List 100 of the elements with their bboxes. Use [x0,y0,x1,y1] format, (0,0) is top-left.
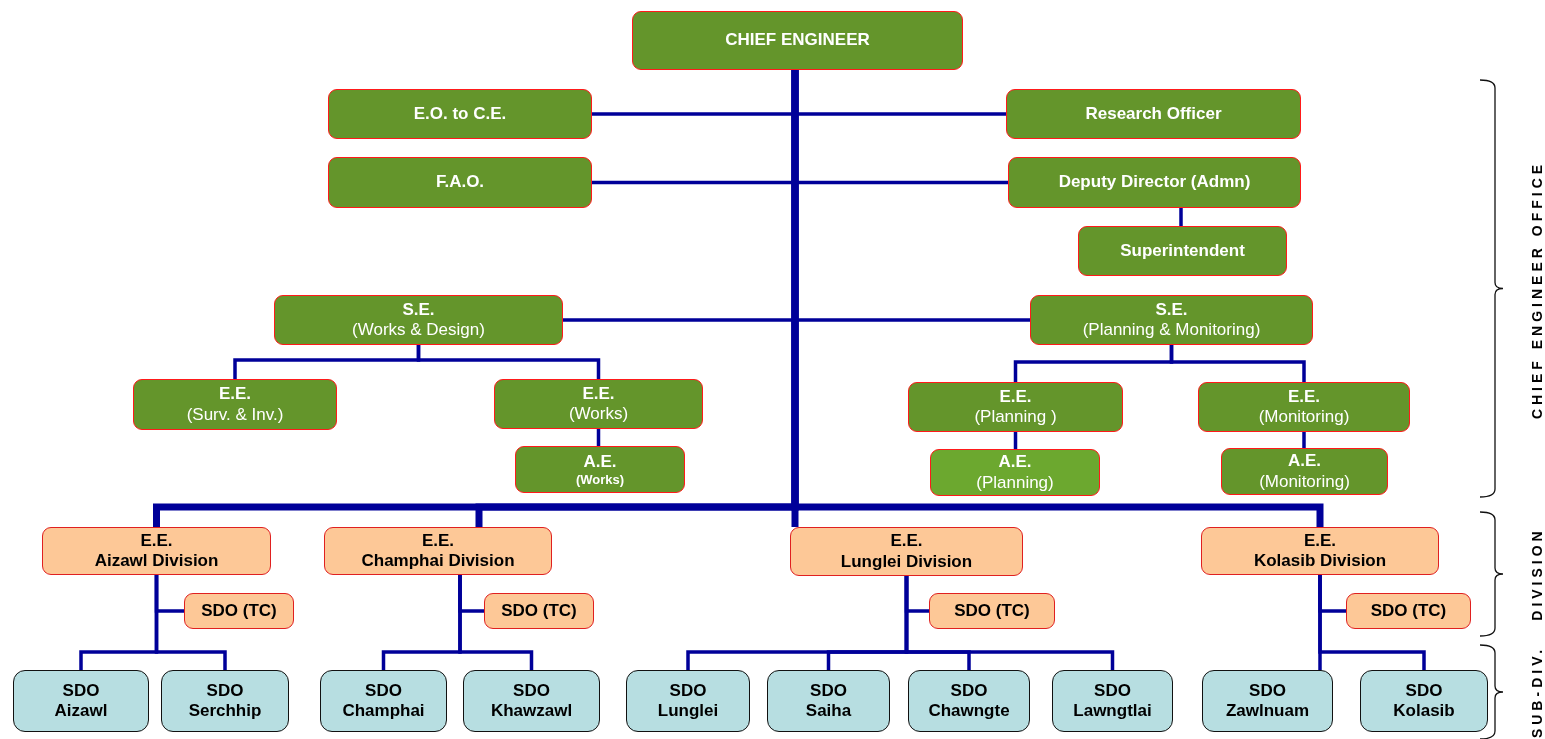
org-box [1202,670,1333,732]
org-box [494,379,703,429]
box-title: SDO [1249,680,1286,701]
box-subtitle: (Monitoring) [1259,471,1350,492]
box-title: A.E. [998,452,1032,473]
connector-line [791,70,1324,527]
org-box [1008,157,1301,208]
org-box [161,670,289,732]
box-title: Research Officer [1085,103,1222,125]
box-subtitle: Saiha [805,701,852,722]
box-title: E.E. [421,530,455,551]
box-subtitle: Lunglei [657,701,719,722]
connector-line [416,345,601,379]
org-box [1198,382,1410,432]
box-title: A.E. [1287,451,1322,472]
connector-line [1169,345,1306,382]
org-box [1030,295,1313,345]
box-subtitle: Zawlnuam [1225,701,1310,722]
box-subtitle: Champhai [342,701,425,722]
box-subtitle: (Works) [575,471,625,488]
section-label: CHIEF ENGINEER OFFICE [1529,160,1545,420]
box-title: SDO (TC) [954,600,1030,622]
box-title: A.E. [583,451,617,472]
connector-line [458,575,534,670]
org-box [274,295,563,345]
box-subtitle: Aizawl [54,701,108,722]
box-subtitle: Lawngtlai [1073,701,1152,722]
org-box [463,670,600,732]
org-box [1052,670,1173,732]
box-subtitle: Kolasib [1393,701,1455,722]
org-box [42,527,271,575]
box-title: SDO [669,680,707,701]
box-title: E.E. [1303,530,1337,551]
box-subtitle: Serchhip [188,701,262,722]
section-label: SUB-DIV. [1529,645,1545,739]
org-box [1006,89,1301,139]
box-subtitle: (Planning ) [974,407,1057,428]
org-box [767,670,890,732]
box-subtitle: Lunglei Division [840,551,973,572]
org-box [184,593,294,629]
box-title: E.E. [140,530,173,551]
org-box [328,89,592,139]
org-box [133,379,337,430]
box-title: SDO [206,680,244,701]
org-box [930,449,1100,496]
box-title: Superintendent [1120,240,1245,262]
box-title: E.O. to C.E. [413,103,507,125]
box-title: SDO (TC) [501,600,577,622]
org-box [13,670,149,732]
section-label: DIVISION [1529,527,1545,621]
connector-line [904,576,1115,670]
box-subtitle: Khawzawl [490,701,573,722]
box-title: CHIEF ENGINEER [725,30,870,51]
box-title: SDO [365,680,402,701]
org-box [1346,593,1471,629]
org-box [324,527,552,575]
box-title: SDO (TC) [1370,600,1447,622]
box-subtitle: (Monitoring) [1258,407,1350,428]
box-title: S.E. [402,299,435,320]
org-box [320,670,447,732]
box-title: E.E. [999,386,1032,407]
connector-line [154,575,227,670]
box-title: E.E. [1287,386,1321,407]
org-box [632,11,963,70]
box-title: SDO [810,680,847,701]
org-box [908,670,1030,732]
box-title: E.E. [218,384,252,405]
org-box [328,157,592,208]
box-subtitle: (Planning & Monitoring) [1082,320,1261,341]
box-title: SDO (TC) [201,600,277,622]
box-title: E.E. [582,383,615,404]
box-title: E.E. [890,531,923,552]
connector-line [1302,432,1306,448]
org-box [790,527,1023,576]
box-subtitle: Aizawl Division [94,551,219,572]
connector-line [1318,575,1426,670]
box-subtitle: (Surv. & Inv.) [186,404,284,425]
box-title: SDO [1094,680,1131,701]
org-box [515,446,685,493]
box-title: Deputy Director (Admn) [1058,172,1251,193]
box-subtitle: Champhai Division [361,551,515,572]
box-title: S.E. [1155,299,1188,320]
box-subtitle: (Works & Design) [352,320,485,341]
box-title: SDO [1405,680,1443,701]
box-title: SDO [513,680,550,701]
org-box [626,670,750,732]
box-title: SDO [62,680,100,701]
box-subtitle: (Planning) [976,472,1054,493]
box-subtitle: Chawngte [928,701,1010,722]
box-subtitle: Kolasib Division [1253,551,1387,572]
org-box [1078,226,1287,276]
org-box [1201,527,1439,575]
connector-line [1179,208,1183,226]
org-box [1221,448,1388,495]
org-box [484,593,594,629]
box-subtitle: (Works) [568,404,629,425]
box-title: F.A.O. [435,172,485,193]
org-box [908,382,1123,432]
org-box [1360,670,1488,732]
box-title: SDO [950,680,988,701]
